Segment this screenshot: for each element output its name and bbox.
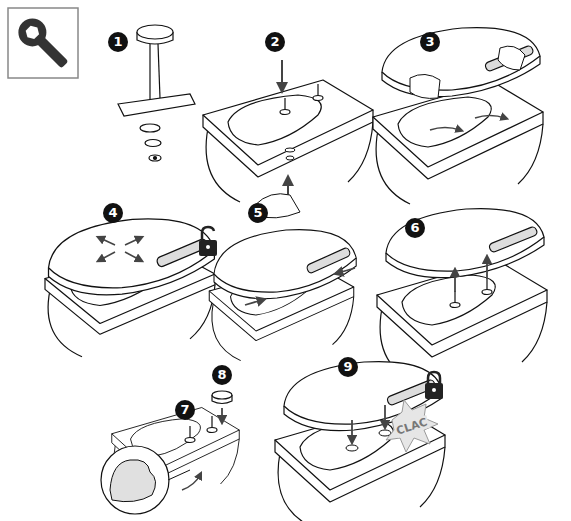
callout-number: 3 [420, 32, 440, 52]
callout-number: 8 [212, 365, 232, 385]
callout-number: 6 [405, 218, 425, 238]
callout-number: 4 [103, 203, 123, 223]
callout-number: 1 [108, 32, 128, 52]
callout-number: 7 [175, 400, 195, 420]
callout-number: 9 [338, 357, 358, 377]
callout-number: 2 [265, 32, 285, 52]
callout-number: 5 [248, 203, 268, 223]
